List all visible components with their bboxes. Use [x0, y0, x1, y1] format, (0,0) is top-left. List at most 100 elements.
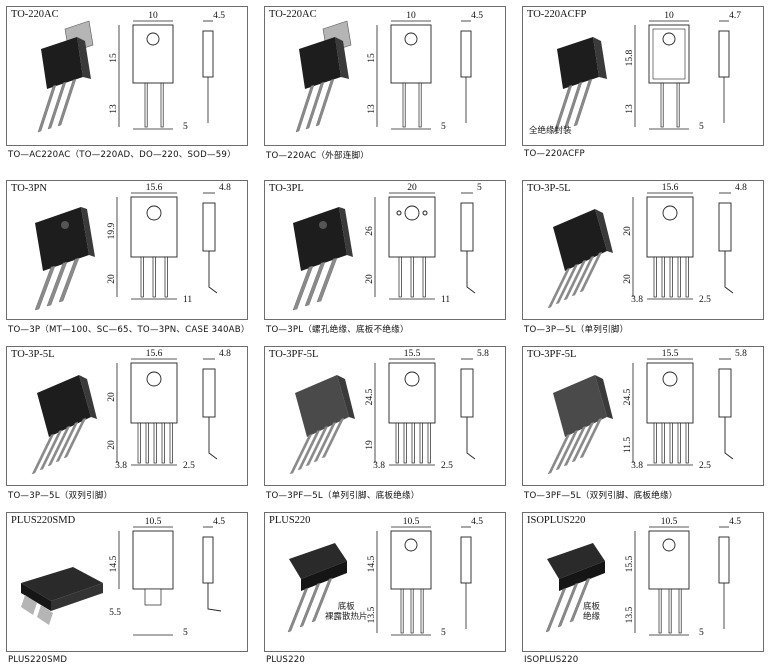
dim-top-width: 10.5 [661, 517, 678, 527]
lead [563, 81, 583, 130]
lead [579, 251, 603, 293]
dim-bottom: 5 [183, 628, 188, 638]
body-side [595, 209, 613, 253]
front-view [390, 530, 432, 634]
package-caption: TO—3PL（螺孔绝缘、底板不绝缘） [266, 325, 409, 335]
body-side [593, 37, 607, 79]
body-front [559, 561, 605, 591]
lead [571, 421, 595, 463]
lead [39, 429, 63, 471]
body-front [553, 209, 607, 271]
dim-side-thickness: 4.5 [213, 11, 225, 21]
dim-bottom: 5 [441, 628, 446, 638]
lead-outline [410, 256, 414, 298]
side-outline [718, 202, 732, 252]
dim-side-thickness: 5.8 [735, 349, 747, 359]
side-view [718, 368, 734, 460]
mounting-hole [662, 32, 676, 46]
body-front [557, 37, 599, 89]
lead [573, 78, 593, 127]
dim-left-lower: 11.5 [623, 437, 633, 454]
dim-left-lower: 20 [365, 274, 375, 284]
side-outline [202, 368, 216, 418]
dim-side-thickness: 5.8 [477, 349, 489, 359]
side-lead [724, 251, 734, 294]
lead-outline [402, 82, 406, 128]
dim-bottom: 2.5 [699, 461, 711, 471]
package-caption: TO—3P—5L（单列引脚） [524, 325, 629, 335]
mounting-hole [404, 205, 420, 221]
dim-left-upper: 15 [109, 53, 119, 63]
dim-top-width: 10 [664, 11, 674, 21]
package-photo [37, 20, 94, 133]
package-photo [289, 375, 355, 475]
body-side [595, 375, 613, 419]
body-outline [646, 362, 694, 424]
lead [47, 425, 71, 467]
package-photo [34, 207, 95, 311]
package-caption: TO—AC220AC（TO—220AD、DO—220、SOD—59） [8, 150, 236, 160]
package-caption: TO—3P（MT—100、SC—65、TO—3PN、CASE 340AB） [8, 325, 250, 335]
lead-outline [669, 422, 673, 464]
body-side [77, 37, 91, 79]
lead [579, 417, 603, 459]
dim-top-width: 10.5 [403, 517, 420, 527]
dim-top-width: 10 [406, 11, 416, 21]
dim-side-thickness: 4.5 [471, 11, 483, 21]
package-photo [292, 207, 353, 311]
lead [47, 81, 67, 130]
side-outline [460, 202, 474, 252]
lead-outline [685, 256, 689, 298]
lead-outline [411, 422, 415, 464]
dim-left-lower: 20 [623, 274, 633, 284]
lead-outline [653, 422, 657, 464]
front-view [132, 530, 174, 606]
lead [305, 81, 325, 130]
package-caption: TO—3P—5L（双列引脚） [8, 491, 113, 501]
dim-bottom: 2.5 [441, 461, 453, 471]
side-view [460, 536, 472, 629]
side-lead [208, 417, 218, 460]
package-title: TO-220AC [11, 9, 59, 20]
body-front [553, 375, 607, 437]
dim-left-upper: 26 [365, 226, 375, 236]
mounting-hole [146, 32, 160, 46]
package-photo [547, 375, 613, 475]
lead-outline [161, 422, 165, 464]
lead [553, 84, 573, 133]
lead [305, 425, 329, 467]
body-front [41, 37, 83, 89]
lead-outline [658, 588, 662, 634]
front-view [130, 196, 178, 298]
dim-top-width: 15.5 [662, 349, 679, 359]
lead [316, 257, 338, 303]
lead [55, 421, 79, 463]
dim-left-lower: 13 [367, 104, 377, 114]
lead [547, 433, 571, 475]
hole [396, 210, 402, 216]
dim-side-thickness: 4.8 [735, 183, 747, 193]
lead [299, 582, 321, 628]
lead-outline [420, 588, 424, 634]
side-outline [202, 30, 214, 78]
front-view [646, 362, 694, 464]
lead-outline [160, 82, 164, 128]
side-view [202, 202, 218, 294]
lead [569, 577, 591, 623]
tab-outline [144, 588, 162, 606]
front-view [646, 196, 694, 298]
front-view [648, 530, 690, 634]
side-view [718, 536, 730, 629]
lead [292, 265, 314, 311]
